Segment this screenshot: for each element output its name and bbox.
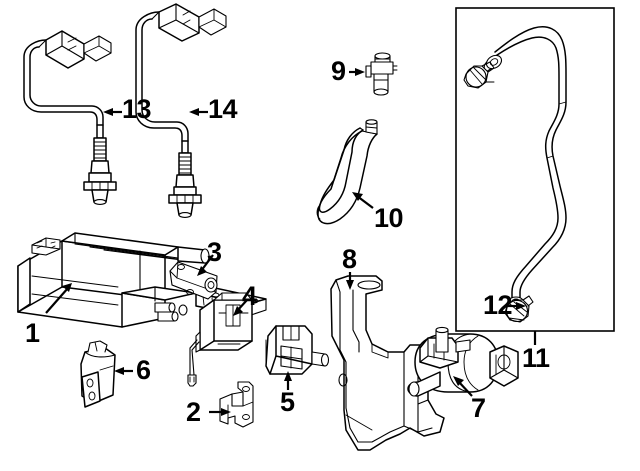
part-mounting-bracket [219,381,254,428]
callout-arrow-1 [45,283,72,314]
hose-detail-box-frame [455,7,615,332]
part-upstream-oxygen-sensor [23,30,117,205]
callout-arrow-9 [349,68,365,76]
part-check-valve [80,340,116,408]
part-air-pump [407,326,519,397]
callout-arrow-7 [453,376,473,397]
part-pressure-sensor [169,261,218,300]
callout-label-13: 13 [122,94,152,124]
callout-arrow-12 [508,302,526,310]
callout-arrow-6 [114,367,133,375]
callout-label-1: 1 [25,318,40,348]
part-solenoid-valve [265,325,330,375]
callout-arrow-2 [209,408,231,416]
callout-label-11: 11 [522,343,550,373]
callout-arrow-10 [352,192,374,209]
part-hose-clamp-top [463,61,495,89]
callout-arrow-5 [284,371,292,390]
part-long-vapor-hose [483,26,567,306]
callout-label-6: 6 [136,355,151,385]
callout-arrow-4 [233,299,248,316]
callout-arrow-13 [103,108,122,116]
callout-label-12: 12 [483,290,513,320]
callout-label-14: 14 [208,94,238,124]
callout-label-10: 10 [374,203,404,233]
part-short-vapor-hose [316,119,378,225]
callout-arrow-14 [189,108,208,116]
callout-arrow-8 [346,272,354,290]
part-downstream-oxygen-sensor [135,3,227,218]
callout-label-8: 8 [342,244,357,274]
callout-label-3: 3 [207,237,222,267]
callout-arrow-3 [197,254,214,276]
callout-label-2: 2 [186,397,201,427]
part-support-bracket [330,275,445,451]
callout-label-5: 5 [280,387,295,417]
callout-label-4: 4 [242,281,257,311]
callout-label-9: 9 [331,56,346,86]
part-vent-fitting [365,52,398,96]
callout-label-7: 7 [471,393,486,423]
